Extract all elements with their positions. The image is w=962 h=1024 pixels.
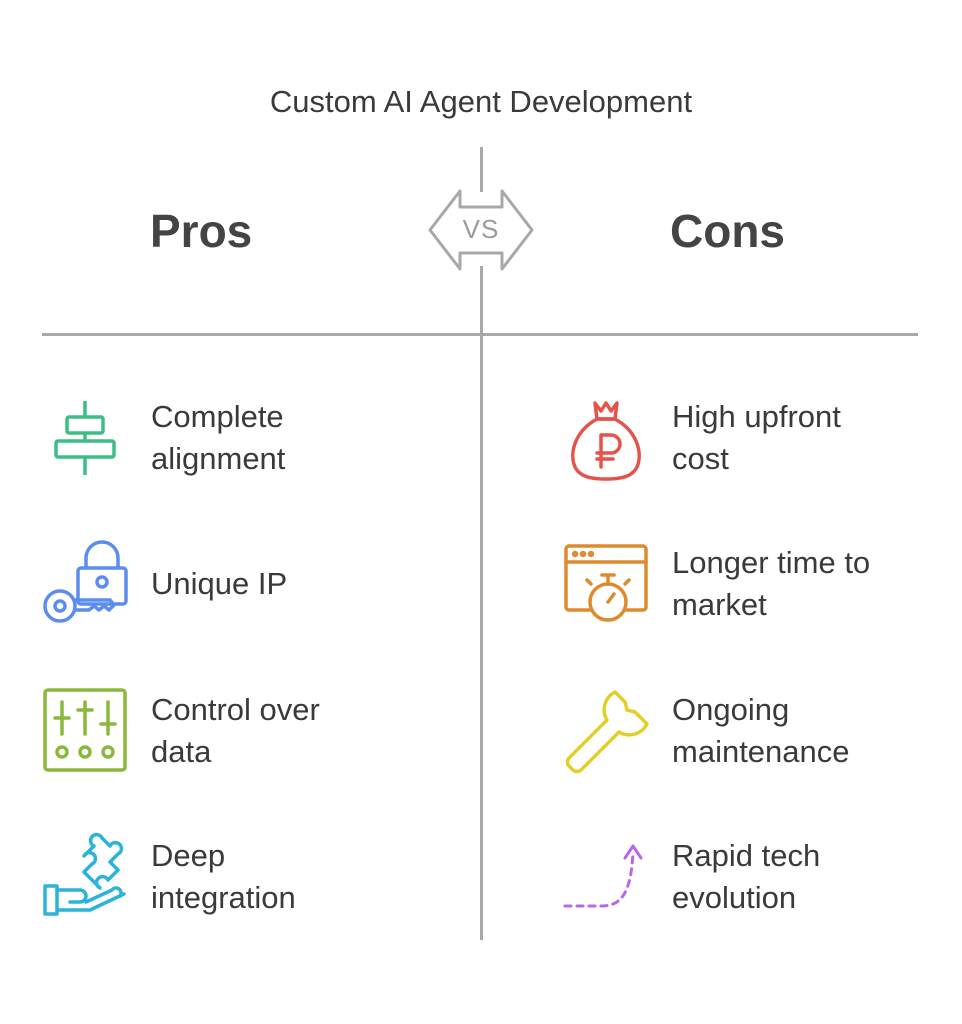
vs-label: VS xyxy=(462,214,500,244)
vs-badge-icon xyxy=(428,189,534,271)
diagram-title: Custom AI Agent Development xyxy=(269,84,693,119)
cons-item-line1: Longer time to xyxy=(672,545,871,580)
pros-item-line2: integration xyxy=(151,880,296,915)
pros-item-line2: data xyxy=(151,734,212,769)
cons-item-line1: Rapid tech xyxy=(672,838,821,873)
curved-arrow-icon xyxy=(563,844,643,908)
divider-vertical-main xyxy=(480,266,483,940)
divider-horizontal xyxy=(42,333,918,336)
pros-item-line1: Control over xyxy=(151,692,320,727)
pros-item-line2: alignment xyxy=(151,441,286,476)
wrench-icon xyxy=(565,690,649,774)
puzzle-hand-icon xyxy=(43,832,126,916)
cons-item-line2: cost xyxy=(672,441,729,476)
cons-item-line2: maintenance xyxy=(672,734,850,769)
money-bag-icon xyxy=(571,401,641,481)
pros-item-line1: Deep xyxy=(151,838,226,873)
stopwatch-window-icon xyxy=(564,544,648,622)
pros-heading: Pros xyxy=(150,205,253,257)
cons-item-line2: market xyxy=(672,587,767,622)
cons-item-line1: Ongoing xyxy=(672,692,790,727)
sliders-icon xyxy=(43,688,127,772)
pros-item-line1: Unique IP xyxy=(151,566,288,601)
cons-item-line1: High upfront xyxy=(672,399,841,434)
pros-item-line1: Complete xyxy=(151,399,284,434)
key-lock-icon xyxy=(43,540,128,623)
cons-item-line2: evolution xyxy=(672,880,797,915)
cons-heading: Cons xyxy=(670,205,785,257)
align-center-icon xyxy=(54,401,116,475)
divider-vertical-top xyxy=(480,147,483,192)
